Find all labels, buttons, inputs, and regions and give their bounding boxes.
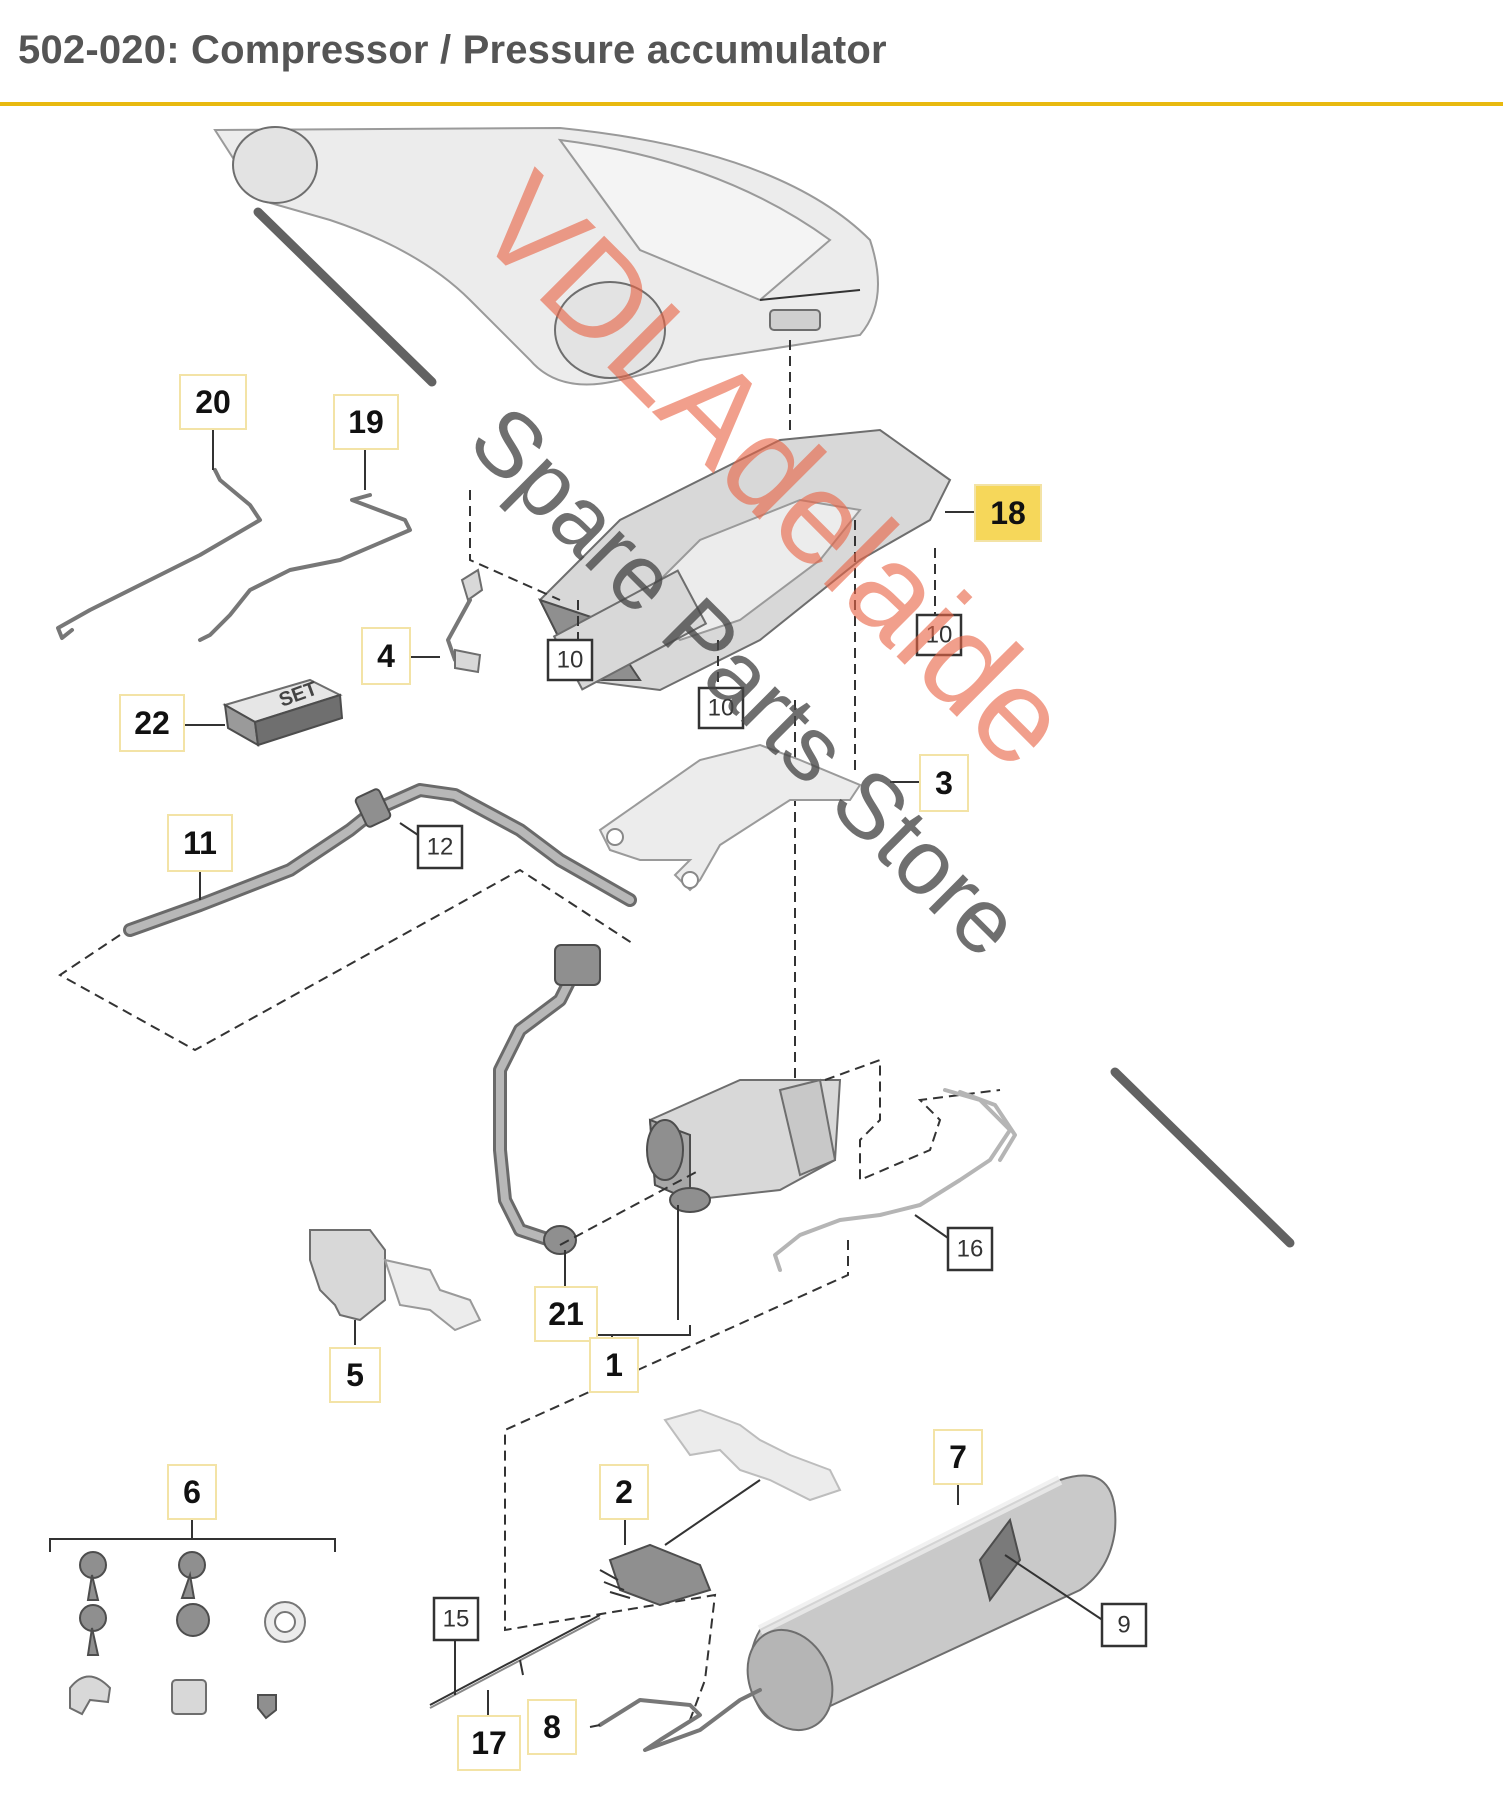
label-5[interactable]: 5: [329, 1347, 381, 1403]
svg-text:4: 4: [377, 638, 395, 674]
svg-text:16: 16: [957, 1236, 984, 1263]
label-17[interactable]: 17: [457, 1715, 521, 1771]
part-6-fasteners: [69, 1551, 306, 1720]
leader-2-bracket: [664, 1479, 761, 1546]
label-8[interactable]: 8: [527, 1699, 577, 1755]
label-11[interactable]: 11: [167, 814, 233, 872]
label-9[interactable]: 9: [1100, 1602, 1148, 1648]
label-22[interactable]: 22: [119, 694, 185, 752]
svg-text:5: 5: [346, 1357, 364, 1393]
watermark-line-bottom: [1110, 1067, 1295, 1248]
leader-21-connect: [559, 1169, 701, 1246]
svg-text:18: 18: [990, 495, 1026, 531]
page-header: 502-020: Compressor / Pressure accumulat…: [0, 0, 1503, 106]
watermark-line-top: [253, 207, 437, 387]
svg-text:21: 21: [548, 1296, 584, 1332]
bracket-6: [49, 1538, 336, 1552]
part-19-pipe: [198, 493, 412, 642]
leader-9: [1004, 1554, 1111, 1626]
leader-8: [589, 1724, 601, 1728]
label-1[interactable]: 1: [589, 1337, 639, 1393]
svg-text:8: 8: [543, 1709, 561, 1745]
part-2-valve: [599, 1408, 842, 1607]
leader-11-group: [58, 868, 636, 1052]
label-15[interactable]: 15: [432, 1596, 480, 1642]
svg-text:15: 15: [443, 1606, 470, 1633]
svg-text:3: 3: [935, 765, 953, 801]
leader-4: [469, 490, 561, 601]
exploded-parts-diagram: SET: [49, 126, 1295, 1771]
svg-text:9: 9: [1117, 1612, 1130, 1639]
svg-text:2: 2: [615, 1474, 633, 1510]
part-16-pipe-branch: [958, 1090, 1017, 1162]
svg-text:1: 1: [605, 1347, 623, 1383]
label-20[interactable]: 20: [179, 374, 247, 430]
svg-text:10: 10: [926, 622, 953, 649]
leader-16-label: [914, 1214, 949, 1239]
label-19[interactable]: 19: [333, 394, 399, 450]
line-clip: [519, 1659, 524, 1676]
part-4-sensor: [446, 568, 484, 674]
part-17-line: [429, 1614, 601, 1706]
part-3-mount-plate: [598, 743, 862, 892]
part-8-air-line: [598, 1688, 762, 1752]
label-12[interactable]: 12: [416, 824, 464, 870]
svg-text:19: 19: [348, 404, 384, 440]
svg-text:6: 6: [183, 1474, 201, 1510]
part-22-set-kit: SET: [222, 678, 344, 747]
part-11-intake-hose: [123, 783, 637, 937]
leader-16: [824, 1058, 1001, 1182]
label-10b[interactable]: 10: [915, 613, 963, 657]
label-6[interactable]: 6: [167, 1464, 217, 1520]
label-2[interactable]: 2: [599, 1464, 649, 1520]
svg-text:11: 11: [183, 825, 217, 861]
svg-text:17: 17: [471, 1725, 507, 1761]
svg-text:7: 7: [949, 1439, 967, 1475]
leader-lower-assembly: [504, 1240, 849, 1721]
part-16-pipe: [773, 1088, 1012, 1272]
label-4[interactable]: 4: [361, 627, 411, 685]
part-1-compressor-unit: [646, 1078, 842, 1213]
svg-text:10: 10: [708, 695, 735, 722]
label-18[interactable]: 18: [974, 484, 1042, 542]
part-5-valve-block: [309, 1229, 482, 1332]
svg-text:10: 10: [557, 647, 584, 674]
label-21[interactable]: 21: [534, 1286, 598, 1342]
svg-text:20: 20: [195, 384, 231, 420]
label-3[interactable]: 3: [919, 754, 969, 812]
svg-text:12: 12: [427, 834, 454, 861]
leader-12: [399, 822, 419, 836]
page-title: 502-020: Compressor / Pressure accumulat…: [18, 28, 887, 72]
label-7[interactable]: 7: [933, 1429, 983, 1485]
label-10c[interactable]: 10: [697, 686, 745, 730]
part-7-pressure-accumulator: [746, 1474, 1117, 1732]
part-21-hose: [493, 944, 601, 1255]
part-20-pipe: [56, 468, 262, 640]
svg-text:22: 22: [134, 705, 170, 741]
label-10a[interactable]: 10: [546, 638, 594, 682]
label-16[interactable]: 16: [946, 1226, 994, 1272]
vehicle-outline: [213, 126, 879, 386]
